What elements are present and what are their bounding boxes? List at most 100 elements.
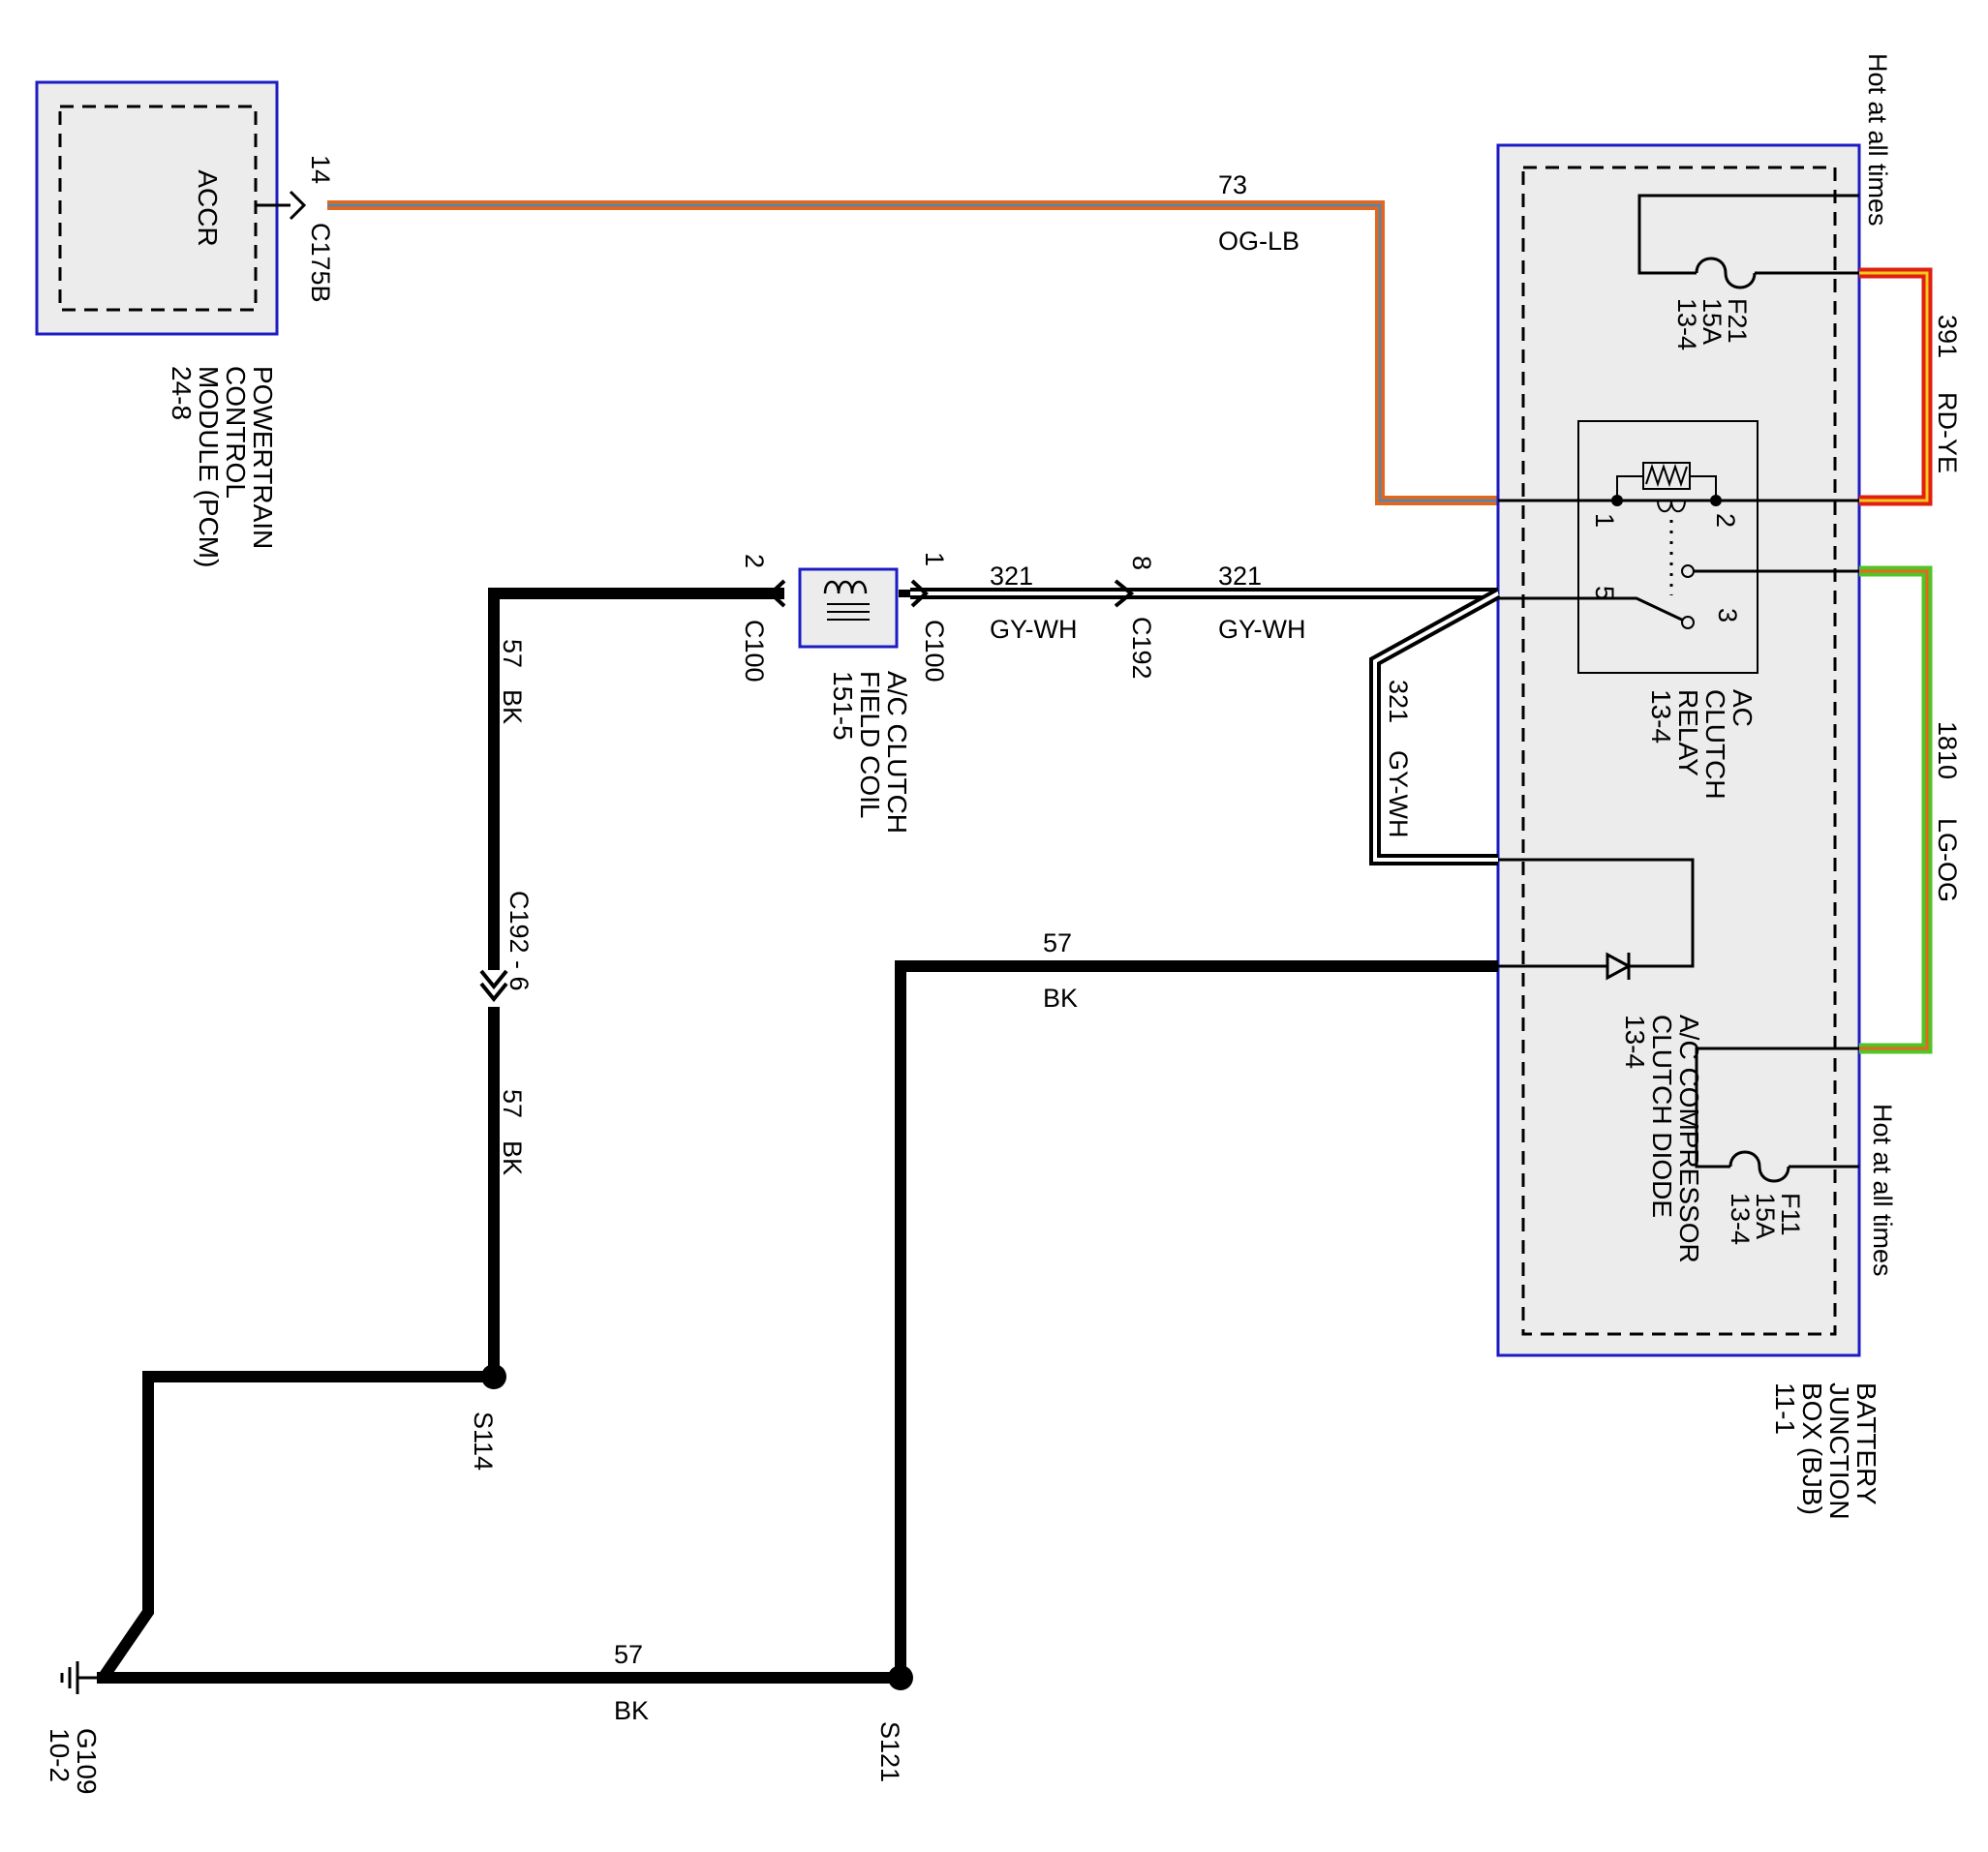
wire-391-circuit: 391 [1933, 315, 1962, 358]
wire-321-gy-wh: 321 GY-WH 321 GY-WH 321 GY-WH 8 C192 [910, 556, 1501, 865]
splice-s121: S121 [875, 1665, 913, 1782]
pcm-label-line: 24-8 [167, 366, 197, 420]
pcm-label-line: POWERTRAIN [248, 366, 278, 549]
ac-compressor-clutch-diode: A/C COMPRESSOR CLUTCH DIODE 13-4 [1498, 858, 1704, 1263]
wire-57-circuit: 57 [498, 1089, 527, 1118]
splice-s114-label: S114 [469, 1412, 498, 1471]
relay-pin-5: 5 [1590, 586, 1619, 600]
coil-box [798, 567, 899, 649]
wire-57-circuit: 57 [614, 1640, 643, 1669]
wire-73-color: OG-LB [1218, 227, 1300, 256]
fuse-f11-wiring [1695, 1047, 1859, 1169]
coil-label-line: 151-5 [828, 671, 858, 741]
wire-321-branch-stripe [1373, 592, 1499, 862]
wire-57-color: BK [498, 1140, 527, 1175]
relay-switch-common [1498, 596, 1689, 624]
pcm-label-line: CONTROL [221, 366, 251, 499]
coil-label-line: FIELD COIL [855, 671, 885, 818]
c192-6-label: C192 - 6 [505, 891, 534, 991]
coil-connector-left: C100 [740, 620, 769, 683]
hot-at-all-times-top: Hot at all times [1863, 53, 1892, 227]
c192-pin-label: 8 [1127, 556, 1156, 570]
coil-label-line: A/C CLUTCH [882, 671, 912, 834]
coil-core [827, 603, 870, 621]
diode-label-line: CLUTCH DIODE [1647, 1015, 1677, 1218]
bjb-box [1496, 143, 1861, 1357]
pcm-connector-label: C175B [306, 223, 335, 303]
relay-coil-bracket [1616, 475, 1717, 501]
wire-57-coil-to-s114 [488, 588, 784, 1377]
fuse-f11-symbol [1728, 1150, 1790, 1183]
ground-label-line: 10-2 [45, 1728, 75, 1782]
wire-1810-body [1859, 565, 1933, 1054]
fuse-f21: F21 15A 13-4 [1637, 194, 1859, 350]
diode-label-line: A/C COMPRESSOR [1674, 1015, 1704, 1263]
splice-s114-dot [481, 1364, 506, 1389]
fuse-f21-label: F21 15A 13-4 [1672, 298, 1752, 350]
relay-contact [1681, 616, 1695, 629]
wire-391-rd-ye: 391 RD-YE [1859, 267, 1962, 506]
relay-pin-1: 1 [1590, 513, 1619, 528]
ac-clutch-relay: 1 2 3 5 AC CLUTCH RELAY 13-4 [1498, 420, 1859, 800]
bjb-label: BATTERY JUNCTION BOX (BJB) 11-1 [1770, 1382, 1881, 1520]
ground-label: G109 10-2 [45, 1728, 102, 1795]
bjb-label-line: BATTERY [1851, 1382, 1881, 1505]
wire-73-circuit: 73 [1218, 170, 1247, 199]
fuse-f21-label-line: 15A [1697, 298, 1727, 345]
c192-connector: 8 C192 [1114, 556, 1156, 680]
ground-g109: G109 10-2 [45, 1661, 102, 1795]
wire-321-color: GY-WH [1384, 750, 1413, 838]
relay-coil-resistor [1645, 463, 1688, 488]
coil-winding [823, 580, 868, 594]
relay-label-line: CLUTCH [1700, 689, 1730, 800]
fuse-f11-label-line: 15A [1751, 1193, 1780, 1239]
pcm-connector-symbol [256, 190, 307, 221]
bjb-module: BATTERY JUNCTION BOX (BJB) 11-1 Hot at a… [1496, 53, 1897, 1520]
hot-at-all-times-bottom: Hot at all times [1868, 1104, 1897, 1277]
fuse-f21-wiring [1637, 194, 1859, 275]
coil-label: A/C CLUTCH FIELD COIL 151-5 [828, 671, 912, 834]
diode-circuit [1498, 858, 1695, 968]
coil-connector-right: C100 [920, 620, 949, 683]
relay-label-line: RELAY [1673, 689, 1703, 776]
diode-label: A/C COMPRESSOR CLUTCH DIODE 13-4 [1620, 1015, 1704, 1263]
relay-contact [1681, 564, 1695, 578]
relay-label-line: AC [1728, 689, 1758, 727]
splice-s114: S114 [469, 1364, 506, 1471]
pcm-inner-label: ACCR [193, 169, 223, 246]
bjb-label-line: JUNCTION [1824, 1382, 1854, 1520]
wire-73-stripe [327, 203, 1498, 502]
wire-391-stripe [1859, 271, 1929, 502]
splice-s121-dot [888, 1665, 913, 1690]
wire-57-circuit: 57 [498, 639, 527, 668]
pcm-box [35, 80, 279, 336]
c192-connector-symbol [1114, 579, 1135, 608]
wire-1810-circuit: 1810 [1933, 721, 1962, 779]
wire-57-color: BK [1043, 984, 1078, 1013]
diode-label-line: 13-4 [1620, 1015, 1650, 1069]
pcm-label-line: MODULE (PCM) [194, 366, 224, 567]
splice-s121-label: S121 [875, 1721, 904, 1782]
fuse-f11-label: F11 15A 13-4 [1726, 1193, 1805, 1245]
wire-57-bk-ground-network: C192 - 6 57 BK 57 BK 57 BK 57 BK S114 S1… [45, 588, 1498, 1795]
wire-321-circuit: 321 [1384, 680, 1413, 723]
wire-321-circuit: 321 [990, 562, 1033, 591]
ac-clutch-field-coil: 1 C100 2 C100 A/C CLUTCH FIELD COIL 151-… [740, 552, 949, 834]
coil-connector-right-symbol [910, 579, 929, 608]
fuse-f21-label-line: F21 [1723, 298, 1752, 344]
fuse-f21-label-line: 13-4 [1672, 298, 1701, 350]
ground-label-line: G109 [72, 1728, 102, 1795]
bjb-inner-dashed [1521, 166, 1837, 1336]
pcm-module: ACCR POWERTRAIN CONTROL MODULE (PCM) 24-… [35, 80, 335, 567]
wire-57-s114-to-g109 [97, 1371, 494, 1684]
wire-73-body [327, 200, 1498, 505]
fuse-f11-label-line: 13-4 [1726, 1193, 1755, 1245]
relay-box [1577, 420, 1759, 674]
bjb-label-line: BOX (BJB) [1797, 1382, 1827, 1515]
relay-pin-2: 2 [1711, 513, 1740, 528]
wire-321-color: GY-WH [990, 615, 1078, 644]
c192-6-connector-symbol [479, 969, 508, 1003]
relay-label: AC CLUTCH RELAY 13-4 [1646, 689, 1758, 800]
relay-pin-3: 3 [1713, 608, 1742, 622]
